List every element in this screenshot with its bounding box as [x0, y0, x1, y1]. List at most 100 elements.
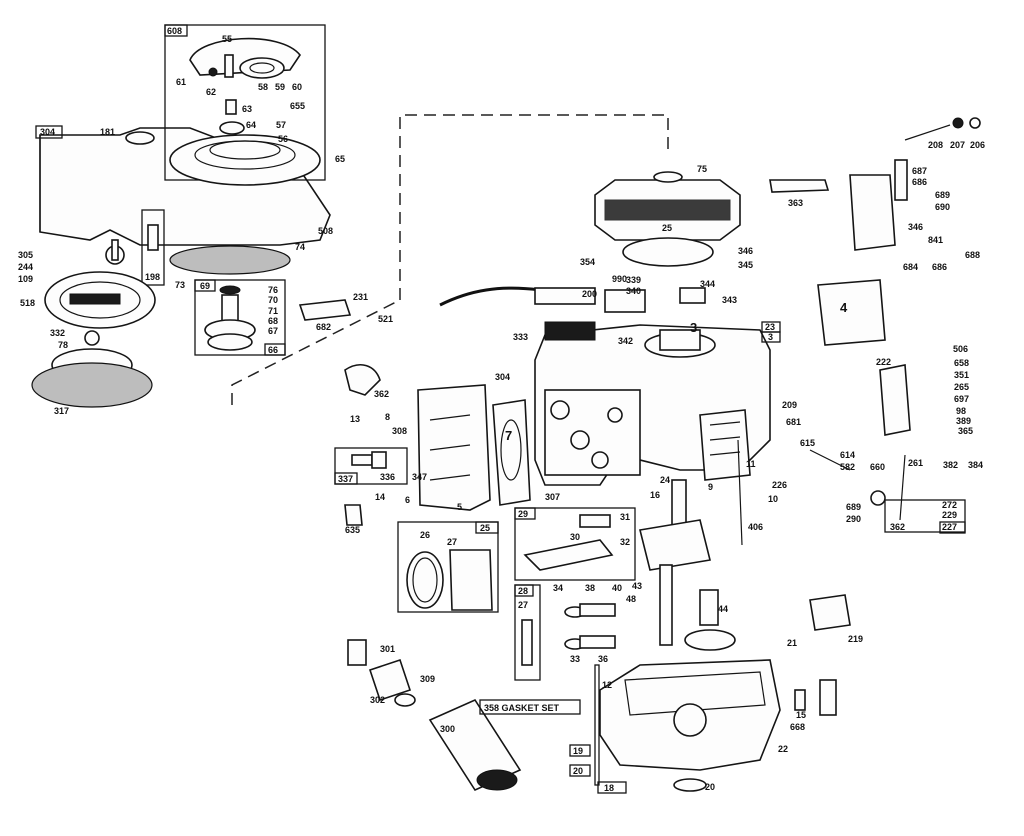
label-73: 73	[175, 280, 185, 290]
label-340: 340	[626, 286, 641, 296]
crankshaft	[639, 439, 743, 651]
label-62: 62	[206, 87, 216, 97]
label-26: 26	[420, 530, 430, 540]
label-13: 13	[350, 414, 360, 424]
label-43: 43	[632, 581, 642, 591]
label-521: 521	[378, 314, 393, 324]
label-63: 63	[242, 104, 252, 114]
label-4: 4	[840, 300, 848, 315]
label-689: 689	[935, 190, 950, 200]
label-300: 300	[440, 724, 455, 734]
label-109: 109	[18, 274, 33, 284]
piston-group	[397, 521, 499, 613]
label-28: 28	[518, 586, 528, 596]
label-67: 67	[268, 326, 278, 336]
label-342: 342	[618, 336, 633, 346]
label-305: 305	[18, 250, 33, 260]
label-346b: 346	[908, 222, 923, 232]
label-406: 406	[748, 522, 763, 532]
governor-group	[194, 279, 352, 356]
label-332: 332	[50, 328, 65, 338]
label-354: 354	[580, 257, 595, 267]
label-27: 27	[447, 537, 457, 547]
label-351: 351	[954, 370, 969, 380]
label-272: 272	[942, 500, 957, 510]
label-635: 635	[345, 525, 360, 535]
label-207: 207	[950, 140, 965, 150]
label-29: 29	[518, 509, 528, 519]
label-344: 344	[700, 279, 715, 289]
label-363: 363	[788, 198, 803, 208]
label-261: 261	[908, 458, 923, 468]
label-8: 8	[385, 412, 390, 422]
label-582: 582	[840, 462, 855, 472]
rewind-starter-group	[164, 24, 326, 186]
label-9: 9	[708, 482, 713, 492]
callout-box-304	[35, 125, 63, 139]
label-32: 32	[620, 537, 630, 547]
label-78: 78	[58, 340, 68, 350]
label-304b: 304	[495, 372, 510, 382]
label-608: 608	[167, 26, 182, 36]
label-518: 518	[20, 298, 35, 308]
label-58: 58	[258, 82, 268, 92]
label-12: 12	[602, 680, 612, 690]
label-308: 308	[392, 426, 407, 436]
label-301: 301	[380, 644, 395, 654]
label-333: 333	[513, 332, 528, 342]
right-control-parts	[769, 117, 981, 716]
label-11: 11	[746, 459, 756, 469]
label-24: 24	[660, 475, 670, 485]
label-38: 38	[585, 583, 595, 593]
label-347: 347	[412, 472, 427, 482]
label-615: 615	[800, 438, 815, 448]
label-382: 382	[943, 460, 958, 470]
label-70: 70	[268, 295, 278, 305]
label-345: 345	[738, 260, 753, 270]
label-3-box: 3	[768, 332, 773, 342]
label-7: 7	[505, 428, 512, 443]
label-336: 336	[380, 472, 395, 482]
label-76: 76	[268, 285, 278, 295]
label-33: 33	[570, 654, 580, 664]
label-346a: 346	[738, 246, 753, 256]
label-697: 697	[954, 394, 969, 404]
label-65: 65	[335, 154, 345, 164]
label-20a: 20	[573, 766, 583, 776]
label-21: 21	[787, 638, 797, 648]
label-508: 508	[318, 226, 333, 236]
engine-block	[334, 171, 781, 526]
label-69: 69	[200, 281, 210, 291]
label-343: 343	[722, 295, 737, 305]
label-365: 365	[958, 426, 973, 436]
label-20b: 20	[705, 782, 715, 792]
label-290: 290	[846, 514, 861, 524]
label-209: 209	[782, 400, 797, 410]
label-22: 22	[778, 744, 788, 754]
label-317: 317	[54, 406, 69, 416]
label-688: 688	[965, 250, 980, 260]
label-181: 181	[100, 127, 115, 137]
label-6: 6	[405, 495, 410, 505]
label-265: 265	[954, 382, 969, 392]
engine-base	[569, 659, 781, 794]
label-98: 98	[956, 406, 966, 416]
label-227: 227	[942, 522, 957, 532]
label-57: 57	[276, 120, 286, 130]
label-36: 36	[598, 654, 608, 664]
label-61: 61	[176, 77, 186, 87]
label-668: 668	[790, 722, 805, 732]
label-244: 244	[18, 262, 33, 272]
label-200: 200	[582, 289, 597, 299]
label-384: 384	[968, 460, 983, 470]
label-14: 14	[375, 492, 385, 502]
label-48: 48	[626, 594, 636, 604]
label-506: 506	[953, 344, 968, 354]
label-66: 66	[268, 345, 278, 355]
label-59: 59	[275, 82, 285, 92]
label-362: 362	[374, 389, 389, 399]
label-222: 222	[876, 357, 891, 367]
rod-and-valve-group	[514, 507, 636, 681]
label-16: 16	[650, 490, 660, 500]
